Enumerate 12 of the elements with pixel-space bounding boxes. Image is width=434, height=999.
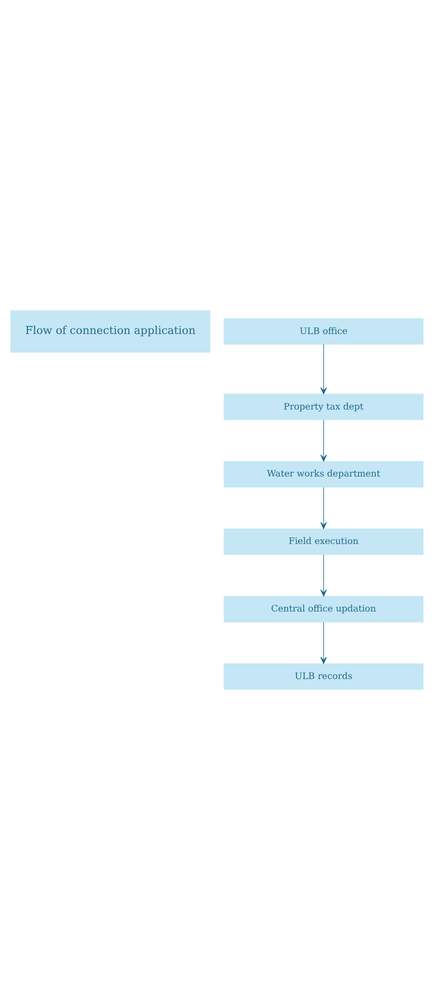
arrow <box>320 344 327 394</box>
node-box: Field execution <box>224 528 424 554</box>
node-box: Central office updation <box>224 596 424 622</box>
node-box: ULB office <box>224 318 424 344</box>
node-box: ULB records <box>224 662 424 690</box>
arrow <box>320 419 327 462</box>
node-box: Flow of connection application <box>10 310 210 352</box>
node-box: Property tax dept <box>224 393 424 420</box>
arrow <box>320 621 327 664</box>
node-box: Water works department <box>224 460 424 487</box>
arrow <box>320 486 327 529</box>
arrow <box>320 554 327 596</box>
